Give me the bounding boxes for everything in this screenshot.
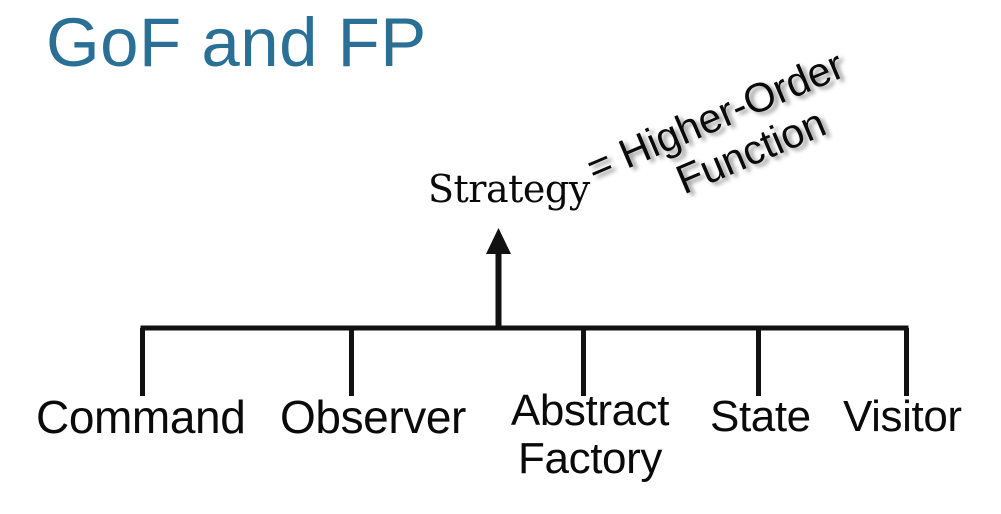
node-label-state: State xyxy=(710,392,811,441)
node-label-strategy: Strategy xyxy=(428,167,590,211)
arrow-head xyxy=(486,228,511,254)
node-label-observer: Observer xyxy=(280,391,466,443)
page-title: GoF and FP xyxy=(46,4,427,81)
node-label-abstract-factory: Abstract Factory xyxy=(500,387,680,482)
node-label-visitor: Visitor xyxy=(843,392,962,441)
node-label-command: Command xyxy=(36,391,246,443)
node-label-abstract-factory-line-2: Factory xyxy=(518,433,662,483)
node-label-abstract-factory-line-1: Abstract xyxy=(510,386,670,435)
annotation-higher-order-function: = Higher-Order Function xyxy=(580,41,869,234)
